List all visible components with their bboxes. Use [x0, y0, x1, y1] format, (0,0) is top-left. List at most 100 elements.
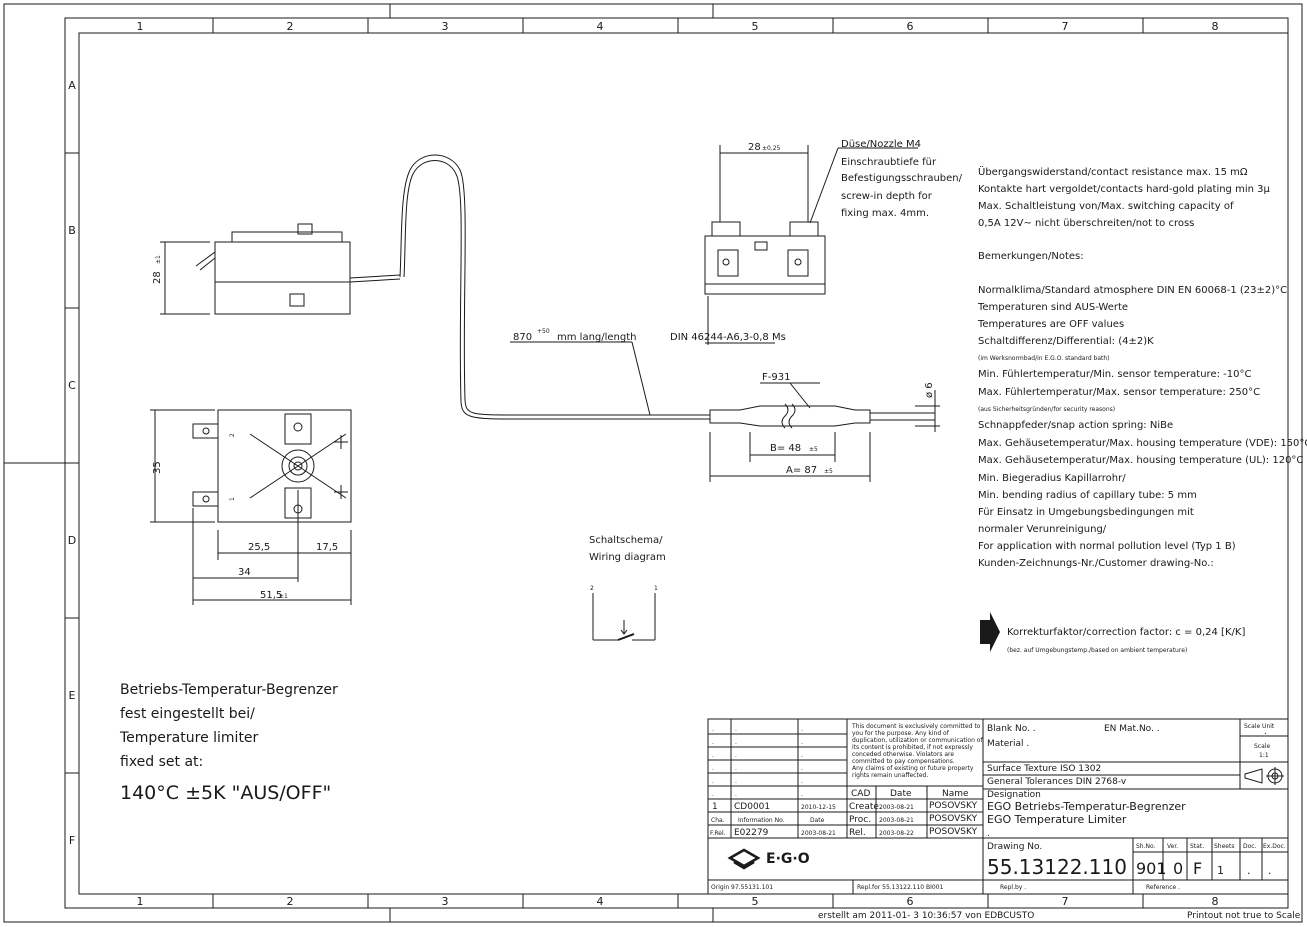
replaced-by: Repl.by . [1000, 884, 1026, 891]
wiring-terminal-1: 1 [654, 585, 658, 592]
scale-unit-label: Scale Unit [1244, 723, 1275, 730]
label-text: . [801, 726, 803, 733]
col-label: 4 [597, 20, 604, 33]
proc-name: POSOVSKY [929, 814, 978, 824]
wiring-title-en: Wiring diagram [589, 552, 666, 563]
nozzle-label: Düse/Nozzle M4 [841, 139, 921, 150]
wiring-title-de: Schaltschema/ [589, 535, 663, 546]
cha-label: Cha. [711, 817, 725, 824]
doc: . [1247, 864, 1251, 877]
din-terminal: DIN 46244-A6,3-0,8 Ms [670, 332, 786, 343]
col-label: 5 [752, 20, 759, 33]
proc-date: 2003-08-21 [879, 817, 914, 824]
col-label: 6 [907, 895, 914, 908]
label-text: . [801, 739, 803, 746]
spec-notes: Übergangswiderstand/contact resistance m… [977, 165, 1307, 569]
product-description: Betriebs-Temperatur-Begrenzer fest einge… [119, 682, 338, 804]
rev-date: 2010-12-15 [801, 804, 836, 811]
remark-line: Temperaturen sind AUS-Werte [977, 302, 1128, 313]
remark-line: Min. bending radius of capillary tube: 5… [978, 490, 1197, 501]
replaced-for: Repl.for 55.13122.110 BI001 [857, 884, 944, 891]
remark-line: Max. Gehäusetemperatur/Max. housing temp… [978, 438, 1307, 449]
f-label: F-931 [762, 372, 790, 383]
ex-doc: . [1268, 864, 1272, 877]
column-labels: 1 2 3 4 5 6 7 8 1 2 3 4 5 6 7 8 [137, 20, 1219, 908]
product-line: fixed set at: [120, 754, 203, 770]
spec-line: 0,5A 12V~ nicht überschreiten/not to cro… [978, 218, 1194, 229]
col-label: 5 [752, 895, 759, 908]
nozzle-note: Befestigungsschrauben/ [841, 173, 963, 184]
correction-factor: Korrekturfaktor/correction factor: c = 0… [1007, 627, 1245, 638]
remark-line: Temperatures are OFF values [977, 319, 1124, 330]
rel-label: Rel. [849, 828, 866, 838]
label-text: . [735, 765, 737, 772]
reference: Reference . [1146, 884, 1180, 891]
designation-line-1: EGO Betriebs-Temperatur-Begrenzer [987, 800, 1186, 813]
scale-label: Scale [1254, 743, 1270, 750]
drawing-no-label: Drawing No. [987, 842, 1042, 852]
side-view [160, 223, 401, 315]
remark-line: Min. Fühlertemperatur/Min. sensor temper… [978, 369, 1251, 380]
product-line: Temperature limiter [119, 730, 259, 746]
col-label: 7 [1062, 20, 1069, 33]
terminal-2: 2 [229, 433, 236, 437]
designation-label: Designation [987, 790, 1041, 800]
ego-logo-icon [727, 848, 761, 870]
date-header: Date [890, 789, 912, 799]
column-ticks [212, 18, 1144, 908]
dim-a-tol: ±5 [824, 468, 833, 475]
dim-height-35: 35 [152, 461, 163, 474]
dim-a: A= 87 [786, 465, 817, 476]
version: 0 [1173, 859, 1183, 878]
setpoint: 140°C ±5K "AUS/OFF" [120, 782, 331, 804]
status-label: Stat. [1190, 843, 1204, 850]
row-label: C [68, 379, 76, 392]
capillary-length: 870 [513, 332, 532, 343]
row-label: F [69, 834, 75, 847]
dim-height-28-tol: ±1 [155, 255, 162, 264]
remarks-title: Bemerkungen/Notes: [978, 251, 1084, 262]
spec-line: Übergangswiderstand/contact resistance m… [978, 165, 1248, 178]
designation-extra: . [987, 829, 990, 839]
col-label: 8 [1212, 895, 1219, 908]
label-text: duplication, utilization or communicatio… [852, 737, 983, 744]
sheets: 1 [1217, 864, 1224, 877]
rel-name: POSOVSKY [929, 827, 978, 837]
dim-b-tol: ±5 [809, 446, 818, 453]
capillary-tolerance: +50 [537, 328, 550, 335]
remark-line: (im Werksnormbad/in E.G.O. standard bath… [978, 355, 1110, 362]
dim-51-5-tol: ±1 [279, 593, 288, 600]
label-text: rights remain unaffected. [852, 772, 928, 779]
label-text: . [801, 765, 803, 772]
wiring-symbol [592, 593, 656, 641]
label-text: . [735, 778, 737, 785]
sheet-no-label: Sh.No. [1136, 843, 1156, 850]
label-text: its content is prohibited, if not expres… [852, 744, 973, 751]
label-text: Any claims of existing or future propert… [852, 765, 974, 772]
nozzle-note: Einschraubtiefe für [841, 157, 937, 168]
dim-diameter: ø 6 [924, 382, 935, 398]
material: Material . [987, 739, 1029, 749]
col-label: 1 [137, 895, 144, 908]
revision-grid [708, 719, 983, 838]
sensor-bulb [709, 382, 940, 482]
label-text: . [735, 791, 737, 798]
scale-value: 1:1 [1259, 752, 1269, 759]
label-text: . [735, 739, 737, 746]
capillary-tube [399, 154, 710, 416]
create-date: 2003-08-21 [879, 804, 914, 811]
label-text: you for the purpose. Any kind of [852, 730, 950, 737]
dim-17-5: 17,5 [316, 542, 338, 553]
doc-label: Doc. [1243, 843, 1257, 850]
remark-line: Kunden-Zeichnungs-Nr./Customer drawing-N… [978, 558, 1214, 569]
spec-line: Max. Schaltleistung von/Max. switching c… [978, 201, 1234, 212]
col-label: 1 [137, 20, 144, 33]
sheet-no: 901 [1136, 859, 1167, 878]
remark-line: Max. Fühlertemperatur/Max. sensor temper… [978, 387, 1260, 398]
version-label: Ver. [1167, 843, 1178, 850]
designation-line-2: EGO Temperature Limiter [987, 813, 1127, 826]
frel-date: 2003-08-21 [801, 830, 836, 837]
remark-line: Min. Biegeradius Kapillarrohr/ [978, 473, 1126, 484]
label-text: . [735, 726, 737, 733]
label-text: . [801, 752, 803, 759]
